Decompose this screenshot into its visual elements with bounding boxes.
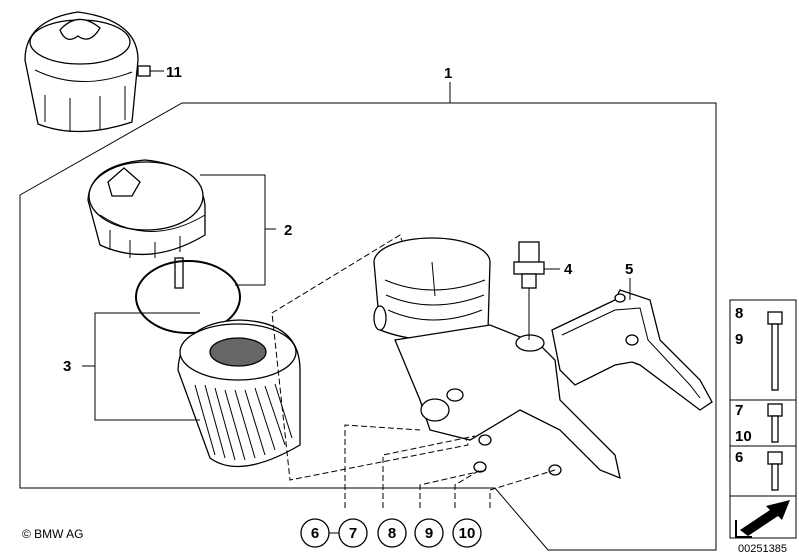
- assembly-outline: [19, 102, 717, 551]
- legend-10: 10: [735, 428, 752, 445]
- label-1: 1: [444, 65, 452, 82]
- label-5: 5: [625, 261, 633, 278]
- leader-3: [82, 312, 200, 421]
- arrow-icon: [735, 500, 790, 538]
- filter-group-dashed: [271, 234, 469, 481]
- part-1-filter-housing: [373, 237, 621, 480]
- legend-7: 7: [735, 402, 743, 419]
- label-11: 11: [166, 64, 182, 81]
- legend-8: 8: [735, 305, 743, 322]
- part-4-pressure-sensor: [513, 241, 545, 340]
- copyright: © BMW AG: [22, 527, 84, 541]
- svg-text:6: 6: [311, 525, 319, 542]
- svg-text:10: 10: [459, 525, 476, 542]
- circled-callout-10: 10: [452, 518, 482, 548]
- bolt-short-icon: [767, 451, 783, 491]
- circled-callout-7: 7: [338, 518, 368, 548]
- svg-text:8: 8: [388, 525, 396, 542]
- bolt-medium-icon: [767, 403, 783, 443]
- callout-leaders: [344, 424, 556, 508]
- leader-2: [200, 174, 276, 286]
- label-4: 4: [564, 261, 573, 278]
- leader-housing: [431, 261, 436, 297]
- part-5-gasket: [551, 289, 713, 411]
- fastener-legend: 8 9 7 10 6: [729, 299, 797, 539]
- legend-6: 6: [735, 449, 743, 466]
- bolt-long-icon: [767, 311, 783, 391]
- part-3-filter-element: [177, 319, 301, 468]
- image-number: 00251385: [738, 543, 787, 555]
- label-3: 3: [63, 358, 71, 375]
- part-11-cap-wrench: [24, 11, 151, 133]
- label-2: 2: [284, 222, 292, 239]
- svg-text:9: 9: [425, 525, 433, 542]
- svg-text:7: 7: [349, 525, 357, 542]
- circled-callout-6: 6: [300, 518, 330, 548]
- legend-9: 9: [735, 331, 743, 348]
- part-2-filter-cap: [87, 159, 241, 334]
- circled-callout-8: 8: [377, 518, 407, 548]
- circled-callout-9: 9: [414, 518, 444, 548]
